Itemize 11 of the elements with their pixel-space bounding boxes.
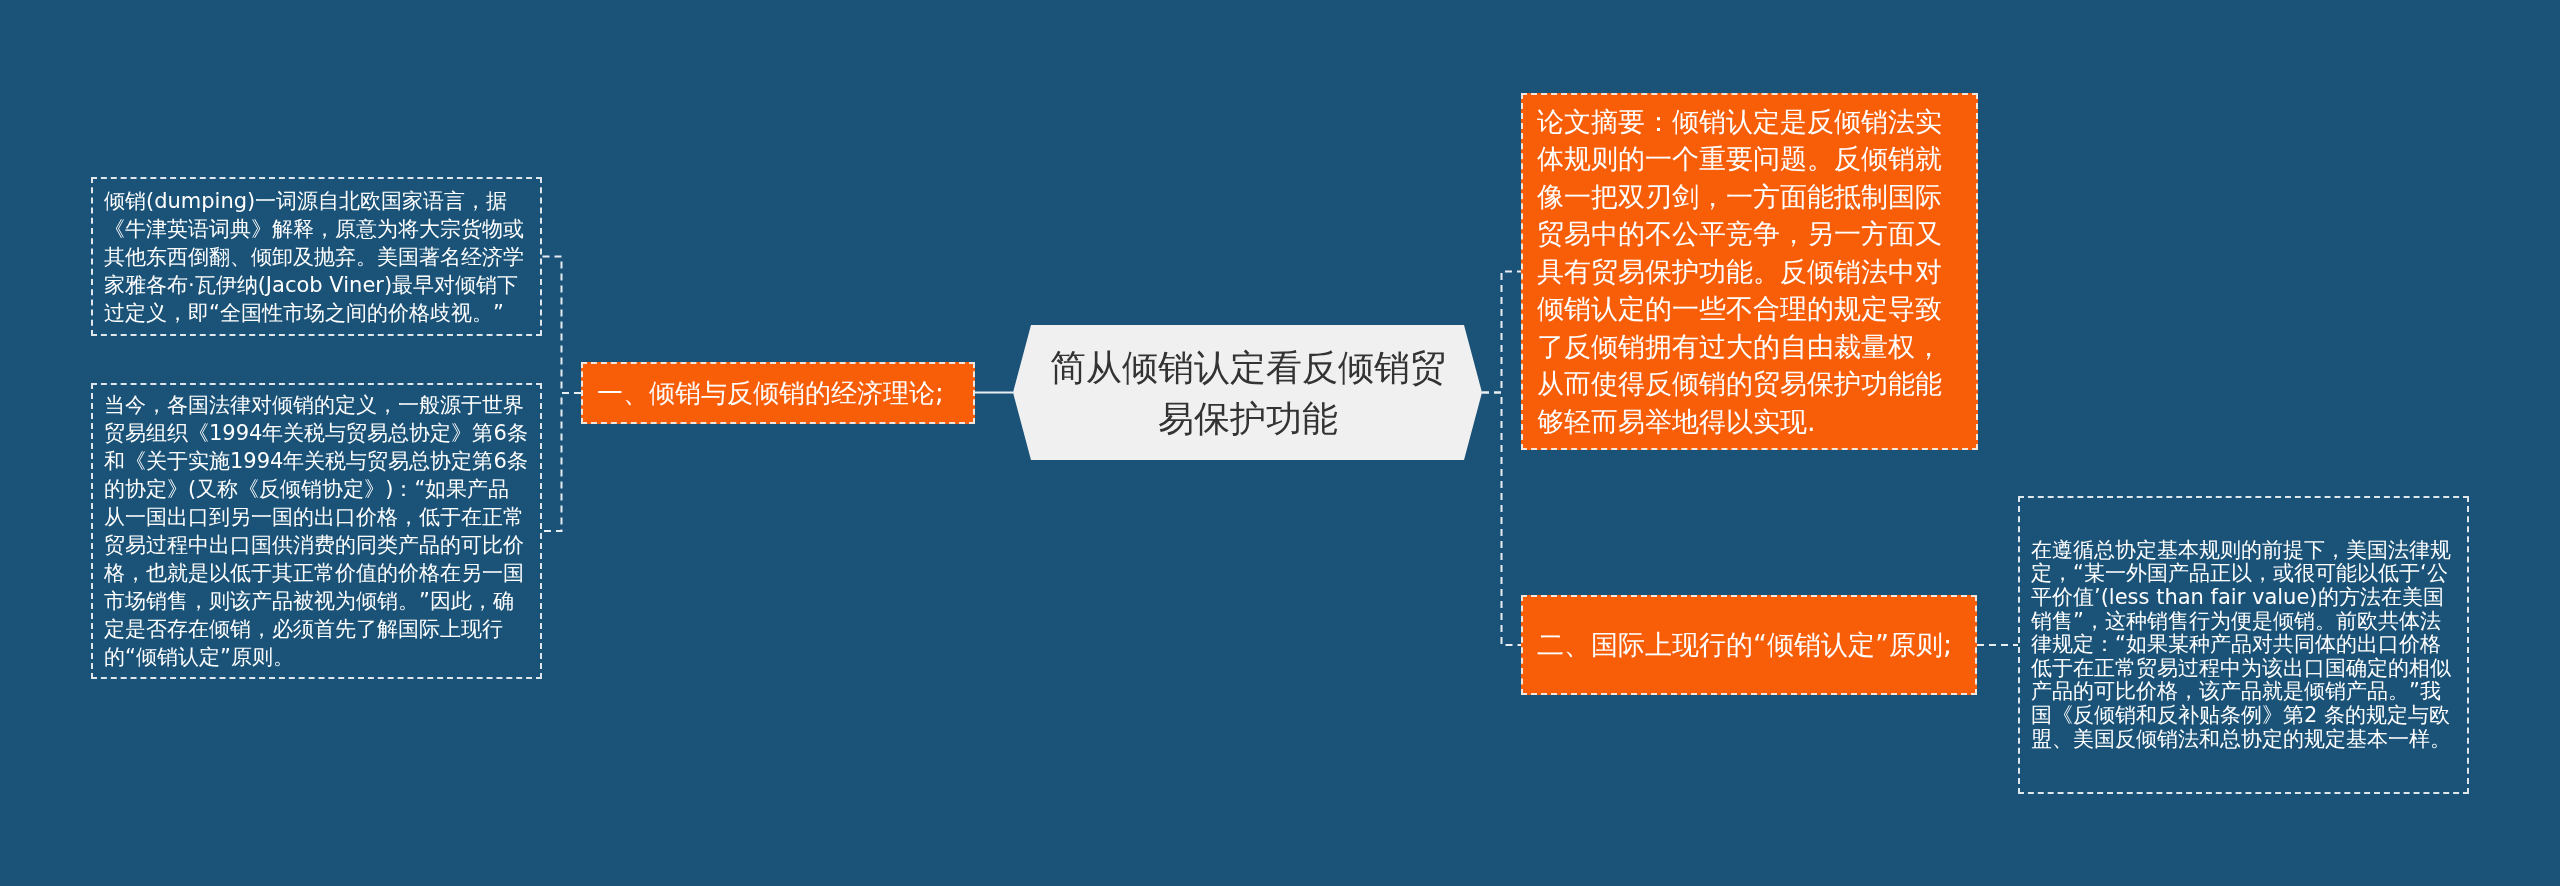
note-box: 倾销(dumping)一词源自北欧国家语言，据《牛津英语词典》解释，原意为将大宗货物或其他东西倒翻、倾卸及抛弃。美国著名经济学家雅各布·瓦伊纳(Jacob Viner)最早对倾销下过定义，即“全国性市场之间的价格歧视。” [91, 177, 542, 336]
topic-box: 一、倾销与反倾销的经济理论; [581, 362, 975, 424]
connector-line [974, 391, 1014, 394]
connector-line [541, 392, 582, 532]
topic-box: 二、国际上现行的“倾销认定”原则; [1521, 595, 1977, 695]
topic-hexagon: 简从倾销认定看反倾销贸易保护功能 [1013, 325, 1482, 460]
note-box: 当今，各国法律对倾销的定义，一般源于世界贸易组织《1994年关税与贸易总协定》第6条和《关于实施1994年关税与贸易总协定第6条的协定》(又称《反倾销协定》)：“如果产品从一国出口到另一国的出口价格，低于在正常贸易过程中出口国供消费的同类产品的可比价格，也就是以低于其正常价值的价格在另一国市场销售，则该产品被视为倾销。”因此，确定是否存在倾销，必须首先了解国际上现行的“倾销认定”原则。 [91, 383, 542, 679]
connector-line [1481, 391, 1522, 646]
connector-line [1976, 644, 2019, 646]
topic-box: 论文摘要：倾销认定是反倾销法实体规则的一个重要问题。反倾销就像一把双刃剑，一方面能抵制国际贸易中的不公平竞争，另一方面又具有贸易保护功能。反倾销法中对倾销认定的一些不合理的规定导致了反倾销拥有过大的自由裁量权，从而使得反倾销的贸易保护功能能够轻而易举地得以实现. [1521, 93, 1978, 450]
note-box: 在遵循总协定基本规则的前提下，美国法律规定，“某一外国产品正以，或很可能以低于‘公平价值’(less than fair value)的方法在美国销售”，这种销售行为便是倾销。前欧共体法律规定：“如果某种产品对共同体的出口价格低于在正常贸易过程中为该出口国确定的相似产品的可比价格，该产品就是倾销产品。”我国《反倾销和反补贴条例》第2 条的规定与欧盟、美国反倾销法和总协定的规定基本一样。 [2018, 496, 2469, 794]
